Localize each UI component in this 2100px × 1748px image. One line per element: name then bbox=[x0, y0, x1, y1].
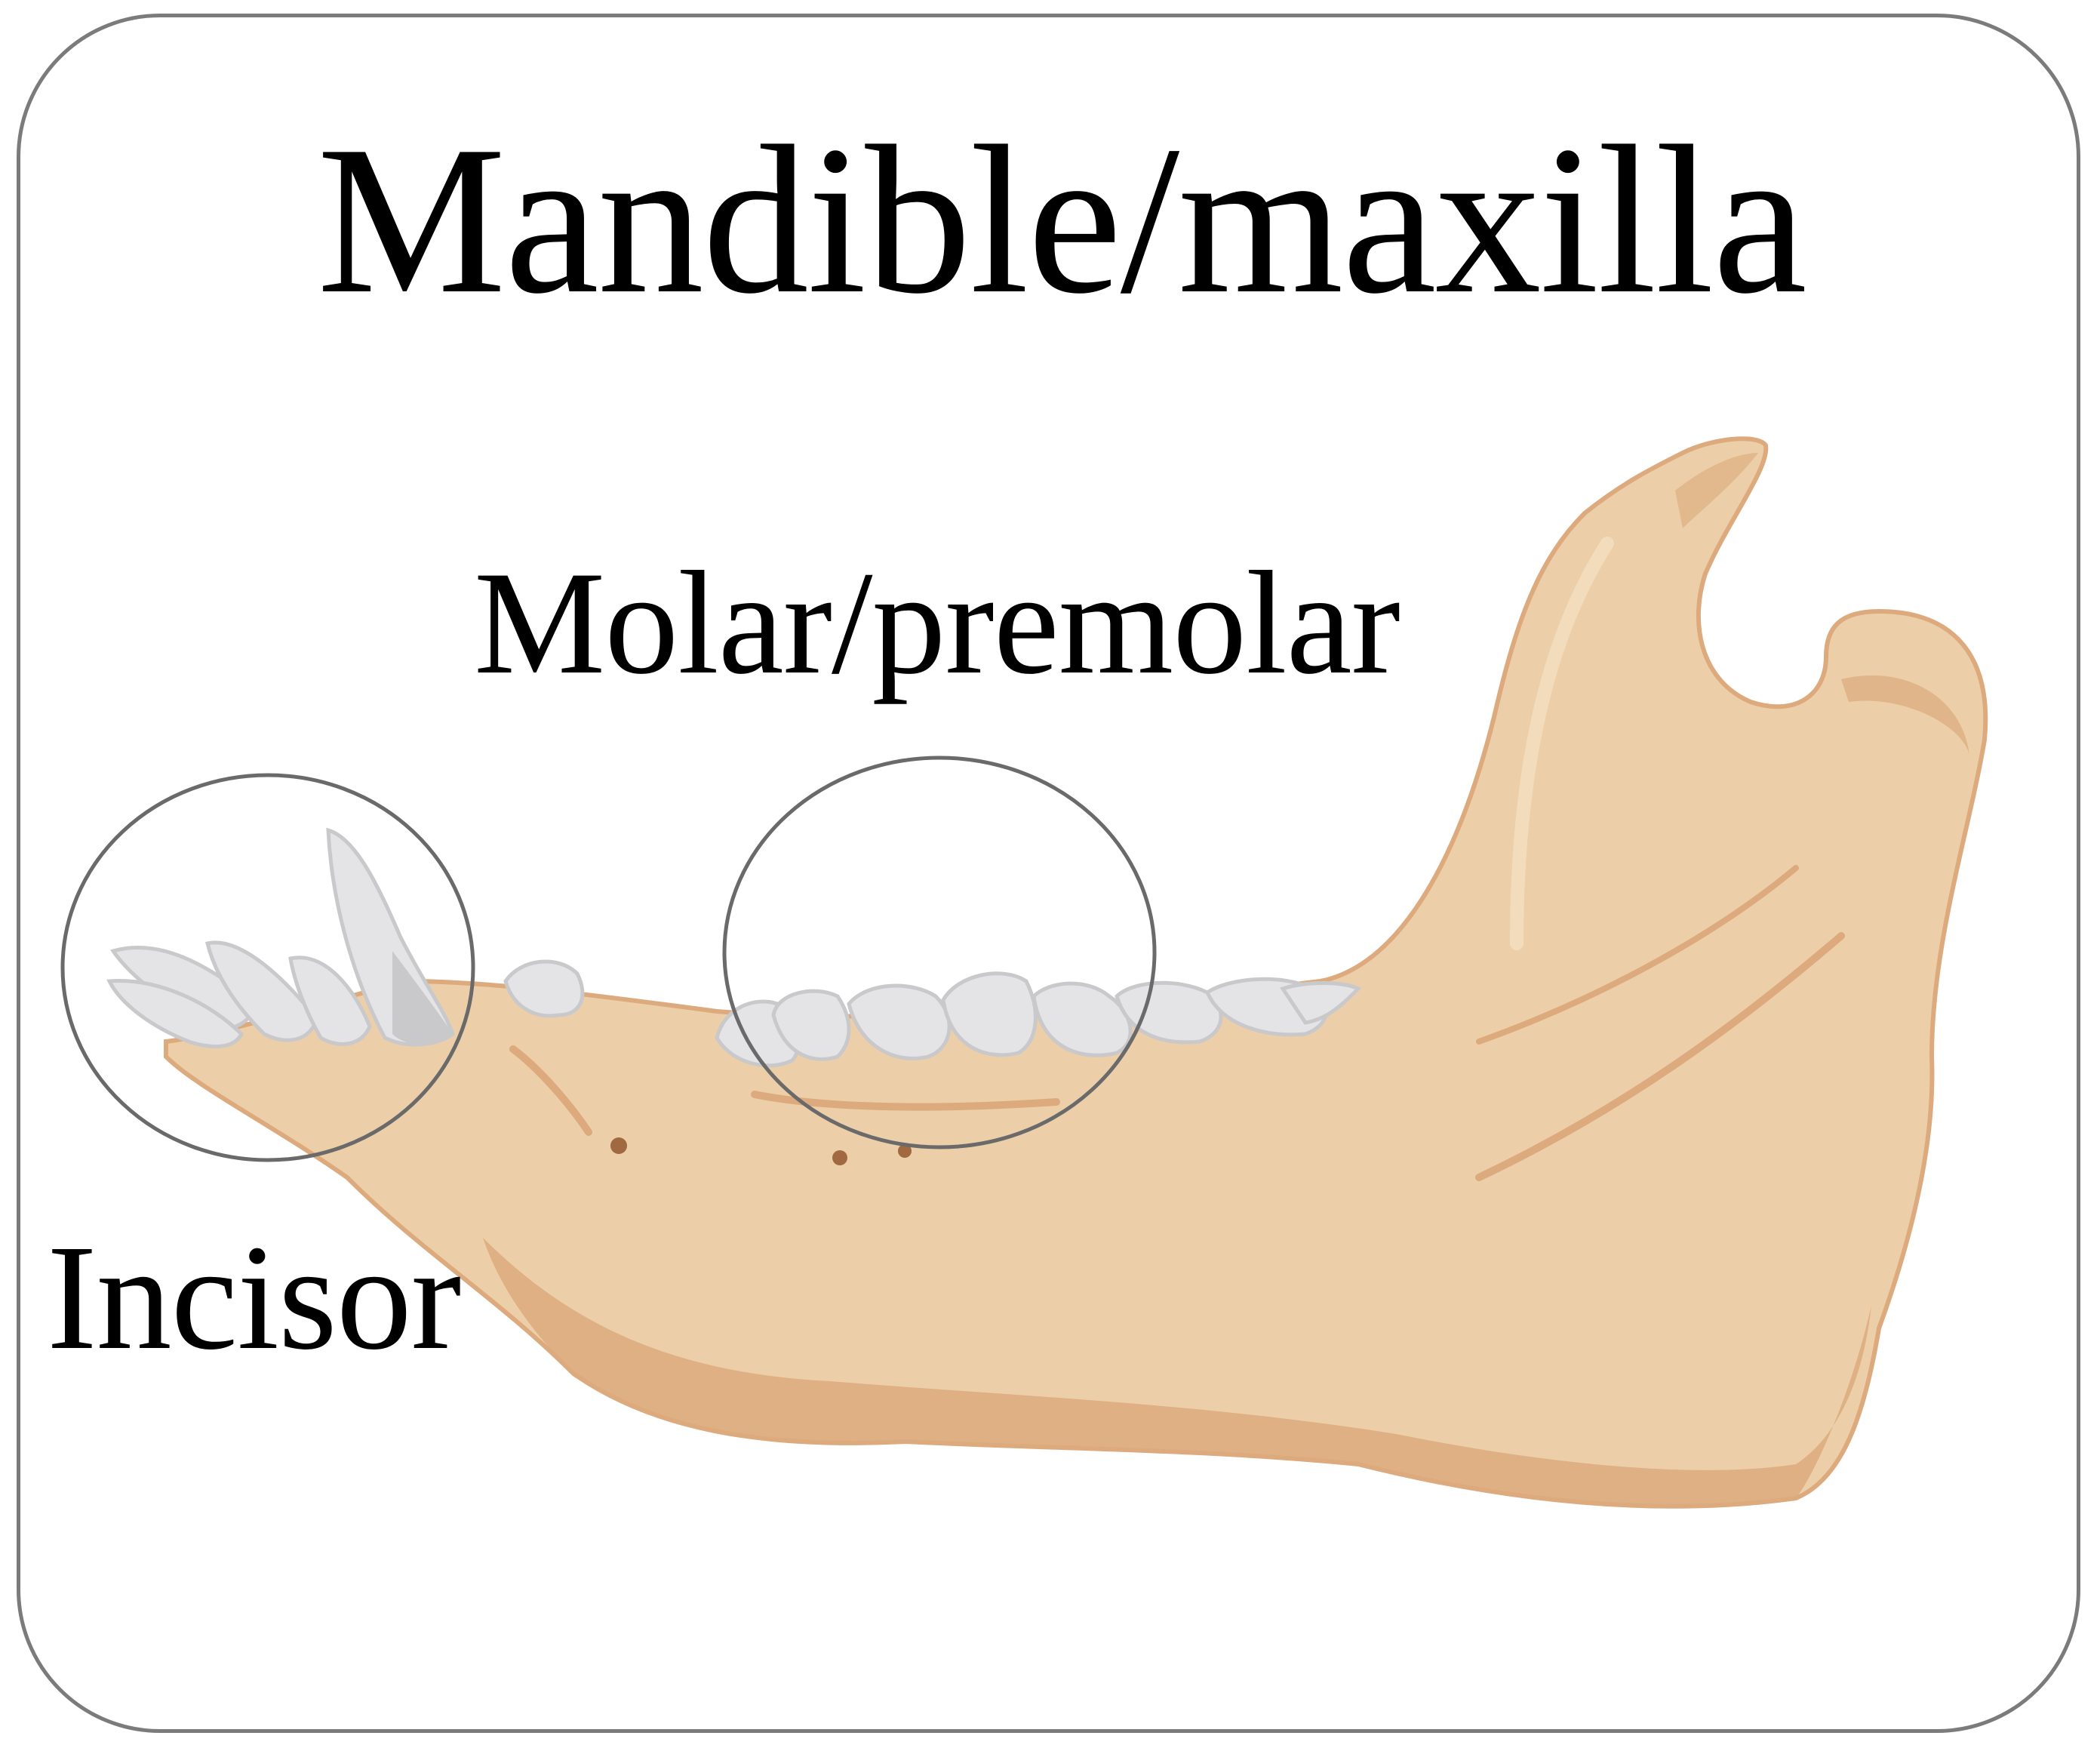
diagram-title: Mandible/maxilla bbox=[317, 102, 1807, 337]
incisor-teeth bbox=[106, 827, 455, 1049]
molar-tooth bbox=[1280, 981, 1362, 1025]
incisor-label: Incisor bbox=[47, 1214, 461, 1381]
molar-tooth bbox=[771, 989, 851, 1061]
molar-tooth bbox=[941, 971, 1038, 1057]
mental-foramen-dot bbox=[610, 1137, 627, 1154]
gum-line bbox=[509, 1045, 592, 1136]
molar-highlight-circle bbox=[722, 756, 1157, 1149]
mental-foramen-dot bbox=[898, 1144, 912, 1158]
molar-tooth bbox=[1032, 981, 1133, 1057]
premolar-tooth bbox=[503, 959, 585, 1018]
canine-shadow bbox=[392, 951, 453, 1045]
molar-tooth bbox=[1115, 980, 1223, 1045]
incisor-tooth bbox=[204, 940, 319, 1042]
mandible-lower-shadow bbox=[483, 1238, 1871, 1506]
incisor-highlight-circle bbox=[60, 773, 475, 1162]
molar-teeth bbox=[503, 959, 1362, 1068]
mandible-ridge-line bbox=[1475, 932, 1845, 1181]
mandible-ridge-line-2 bbox=[1476, 865, 1799, 1045]
mental-foramen-dot bbox=[832, 1150, 847, 1165]
condyle-shading bbox=[1841, 675, 1969, 755]
gum-line bbox=[751, 1091, 1060, 1111]
incisor-tooth bbox=[106, 979, 244, 1049]
incisor-tooth bbox=[288, 956, 372, 1046]
coronoid-shading bbox=[1675, 453, 1758, 528]
molar-premolar-label: Molar/premolar bbox=[474, 541, 1401, 705]
molar-tooth bbox=[847, 983, 952, 1060]
mandible-highlight bbox=[1510, 537, 1614, 950]
